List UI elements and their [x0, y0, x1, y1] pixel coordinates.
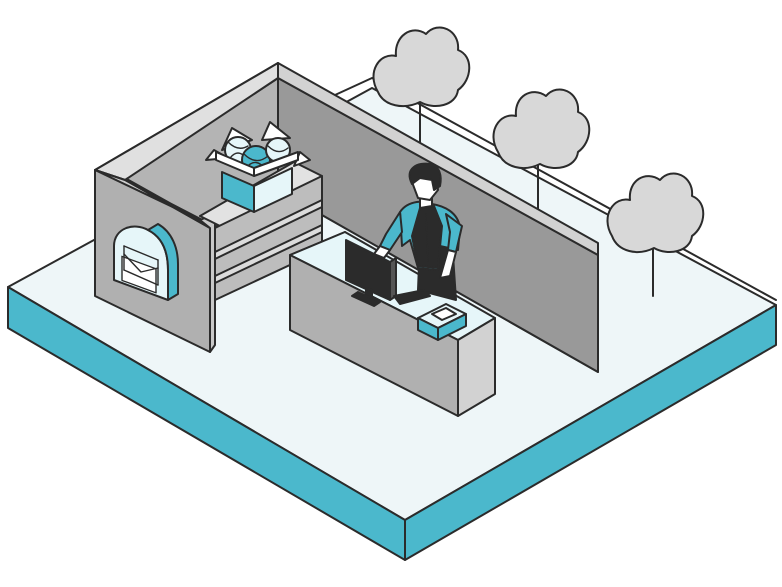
tree-icon [492, 88, 591, 213]
mailbox-icon [113, 223, 179, 301]
tree-icon [372, 26, 471, 149]
platform-side-right [404, 304, 777, 561]
cash-register-icon [417, 303, 467, 341]
box-side [253, 167, 293, 213]
open-box-icon [205, 121, 311, 213]
tree-icon [606, 172, 705, 297]
computer-monitor-icon [345, 239, 431, 307]
counter-side [457, 317, 496, 417]
keyboard [393, 289, 431, 305]
shopkeeper-figure [373, 162, 463, 301]
